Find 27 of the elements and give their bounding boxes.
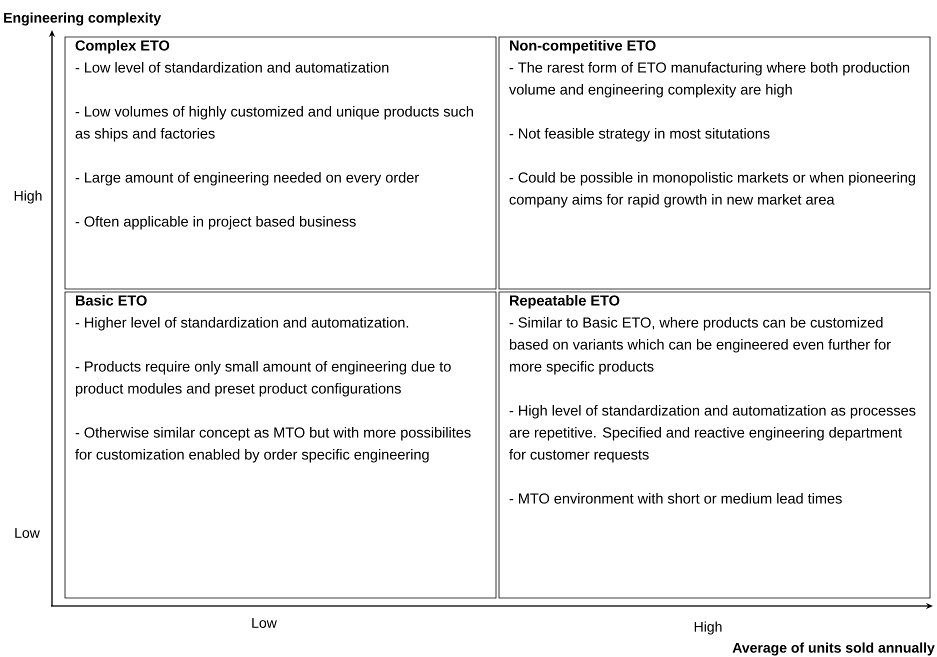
axis-title: Average of units sold annually (732, 642, 935, 656)
heading: Basic ETO (76, 295, 147, 306)
quadrant-box (64, 292, 496, 598)
body-text: - Products require only small amount of engineering due to product modules and preset product configurations (76, 361, 451, 397)
body-text: - The rarest form of ETO manufacturing where both production volume and engineering complexity are high (509, 62, 910, 98)
heading: Complex ETO (76, 40, 170, 54)
axis-tick-label: Low (252, 618, 277, 628)
body-text: - High level of standardization and automatization as processes are repetitive. Specified and reactive engineering department for customer requests (509, 405, 916, 463)
axis-tick-label: High (14, 190, 42, 204)
quadrant-box (64, 36, 496, 290)
heading: Non-competitive ETO (510, 40, 656, 54)
body-text: - MTO environment with short or medium lead times (510, 493, 842, 504)
body-text: - Similar to Basic ETO, where products can be customized based on variants which can be engineered even further for more specific products (510, 317, 891, 375)
heading: Repeatable ETO (510, 295, 620, 309)
axis-tick-label: Low (15, 528, 40, 538)
body-text: - Large amount of engineering needed on every order (76, 172, 419, 186)
body-text: - Higher level of standardization and automatization. (76, 317, 408, 331)
axis-title: Engineering complexity (4, 12, 162, 26)
axis-tick-label: High (694, 621, 722, 635)
body-text: - Not feasible strategy in most situtations (510, 128, 770, 142)
body-text: - Low volumes of highly customized and unique products such as ships and factories (76, 106, 473, 142)
body-text: - Could be possible in monopolistic markets or when pioneering company aims for rapid growth in new market area (510, 172, 915, 208)
body-text: - Low level of standardization and automatization (76, 62, 388, 73)
quadrant-box (498, 292, 930, 598)
body-text: - Otherwise similar concept as MTO but with more possibilites for customization enabled by order specific engineering (75, 427, 471, 463)
body-text: - Often applicable in project based business (76, 216, 356, 230)
quadrant-box (498, 36, 930, 290)
